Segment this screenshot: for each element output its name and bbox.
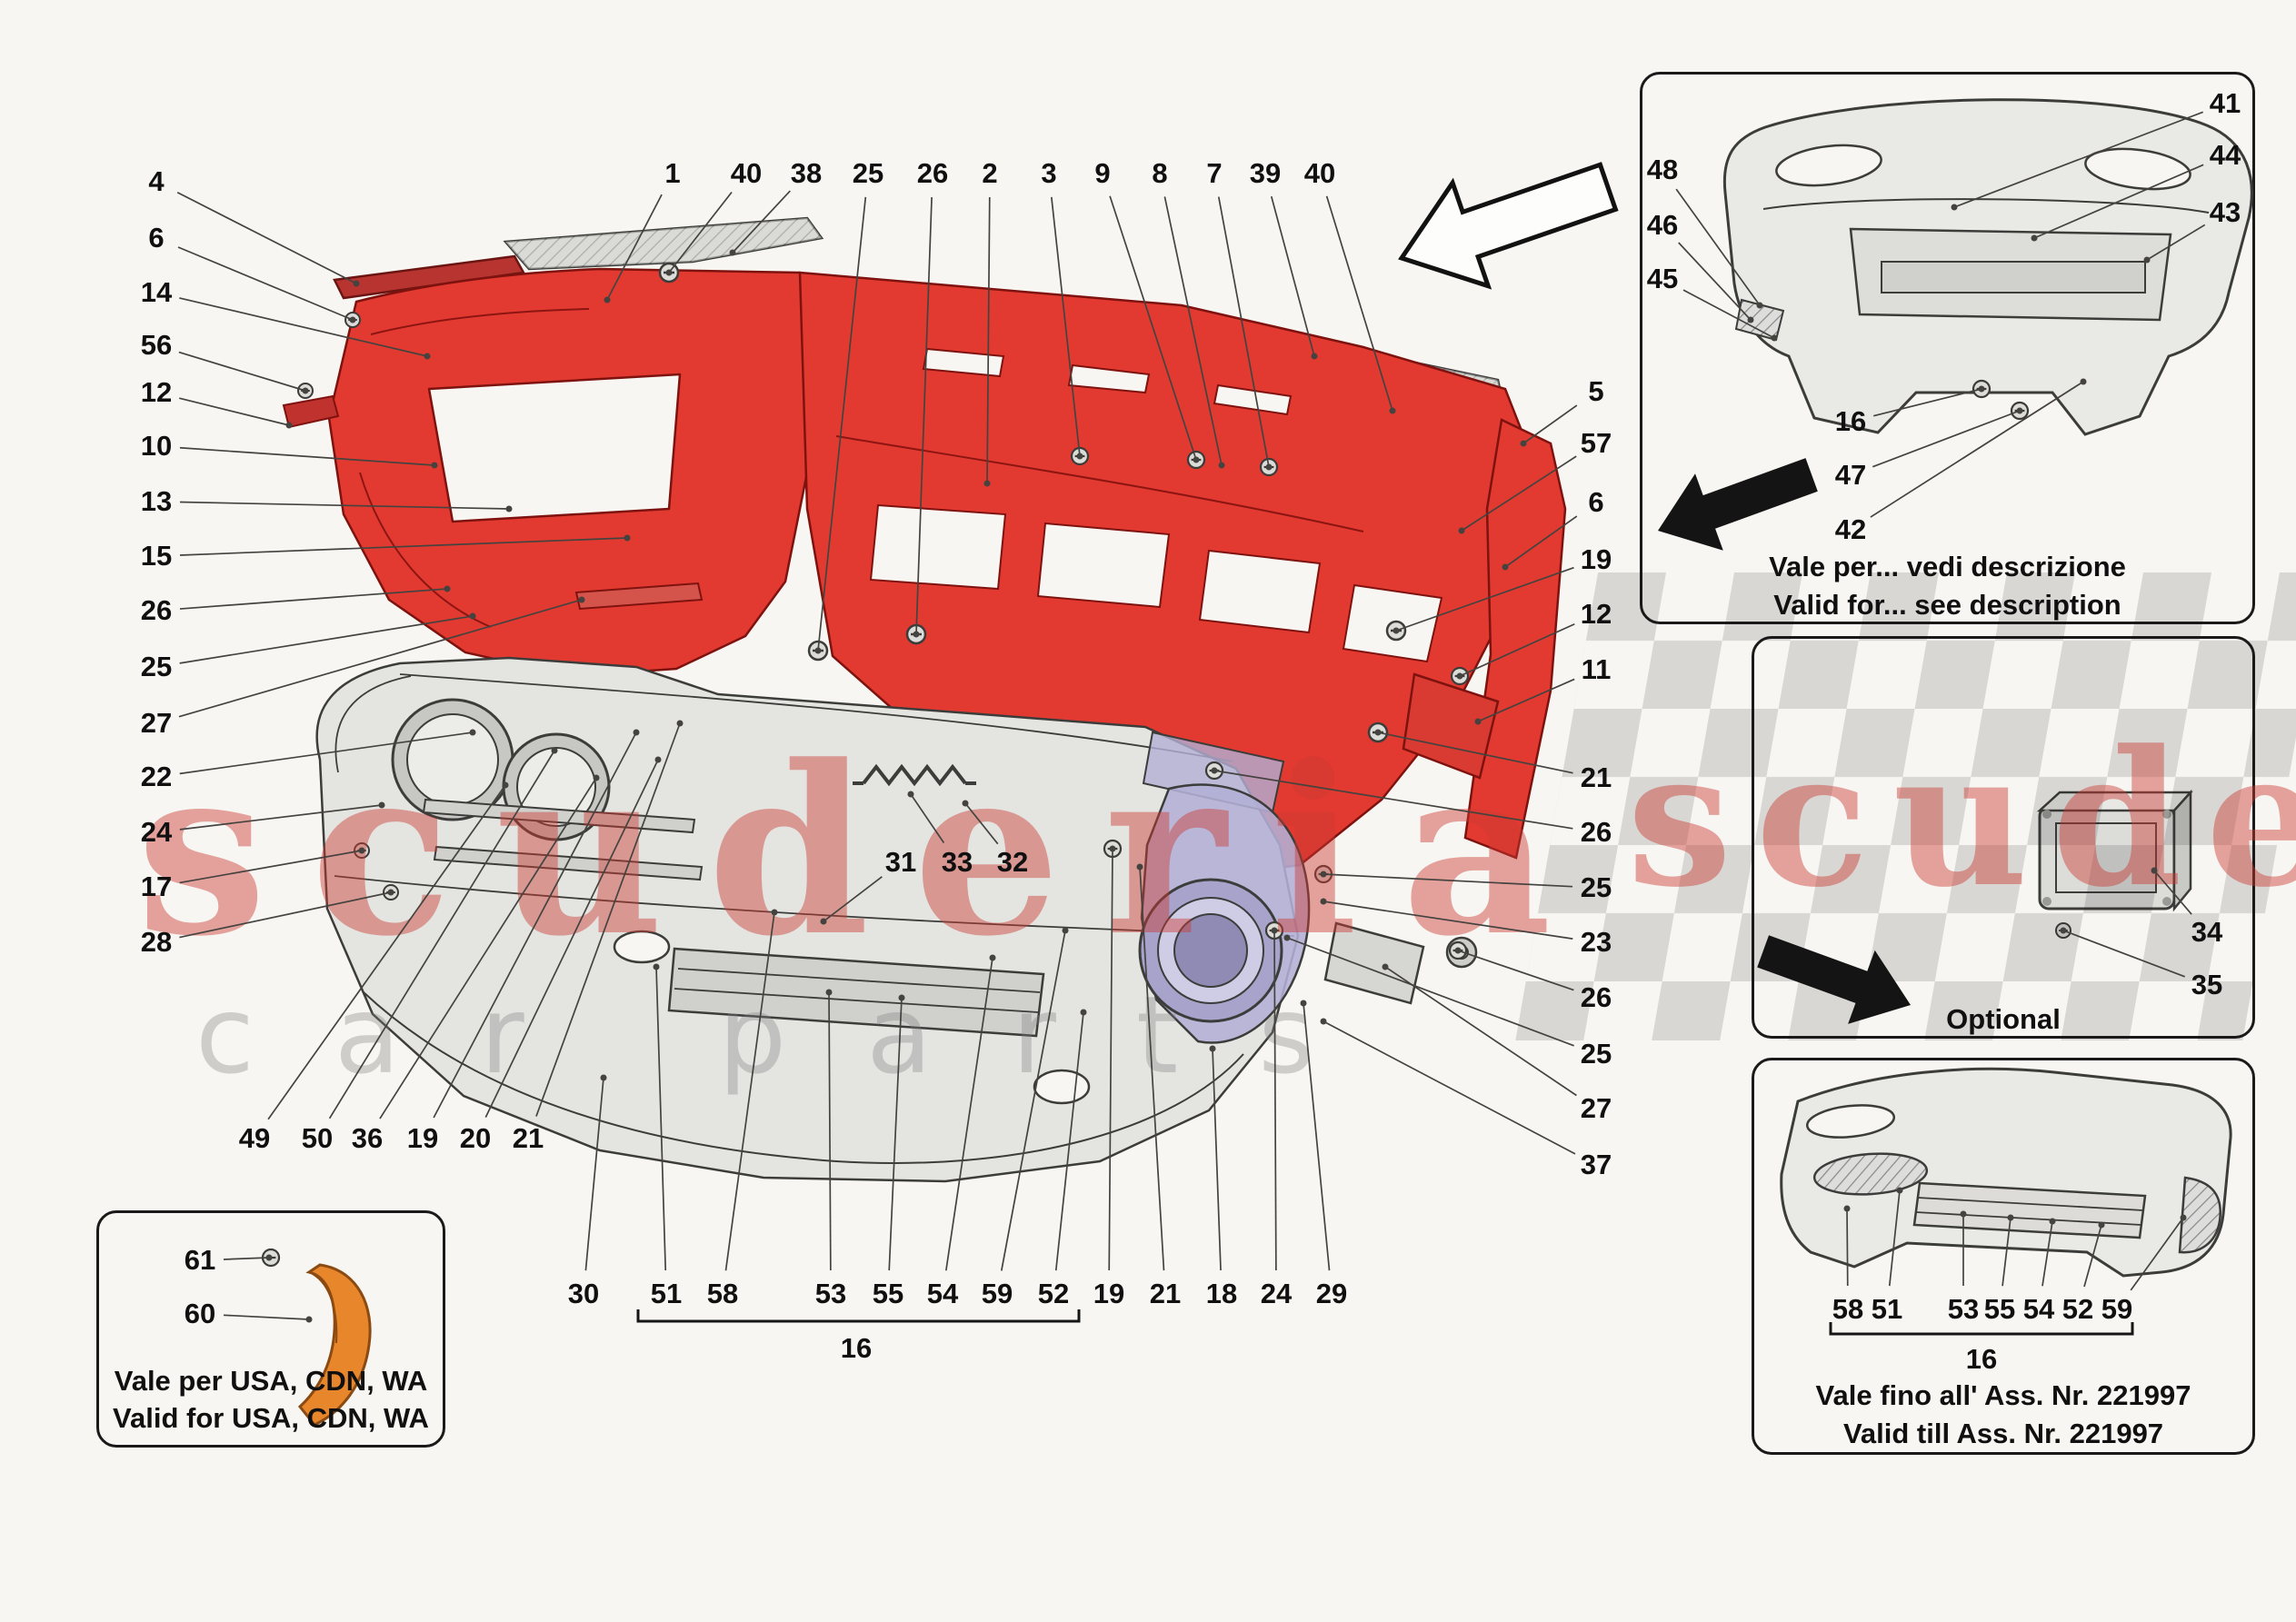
callout-4: 4: [148, 165, 165, 197]
callout-33: 33: [941, 846, 973, 878]
callout-16: 16: [840, 1332, 873, 1364]
callout-29: 29: [1315, 1278, 1348, 1309]
callout-55: 55: [872, 1278, 904, 1309]
callout-11: 11: [1581, 653, 1612, 685]
callout-25: 25: [1580, 871, 1612, 903]
callout-52: 52: [1037, 1278, 1070, 1309]
callout-21: 21: [1580, 761, 1612, 793]
callout-19: 19: [1580, 543, 1612, 575]
callout-2: 2: [982, 157, 998, 189]
callout-18: 18: [1205, 1278, 1238, 1309]
callout-3: 3: [1041, 157, 1057, 189]
callout-32: 32: [996, 846, 1029, 878]
callout-31: 31: [884, 846, 917, 878]
callout-59: 59: [981, 1278, 1013, 1309]
callout-5: 5: [1588, 375, 1604, 407]
callout-27: 27: [140, 707, 173, 739]
callout-22: 22: [140, 761, 173, 792]
inset-bottom-right-box: [1752, 1058, 2255, 1455]
callout-56: 56: [140, 329, 173, 361]
callout-15: 15: [140, 540, 173, 572]
callout-10: 10: [140, 430, 173, 462]
callout-24: 24: [1260, 1278, 1293, 1309]
callout-14: 14: [140, 276, 173, 308]
callout-54: 54: [926, 1278, 959, 1309]
inset-usa-box: [96, 1210, 445, 1448]
watermark-scuderia: scuderia: [136, 716, 1596, 988]
callout-28: 28: [140, 926, 173, 958]
bumper-upper-shell-red: [282, 267, 1567, 876]
callout-21: 21: [1149, 1278, 1182, 1309]
callout-36: 36: [351, 1122, 384, 1154]
callout-6: 6: [1588, 486, 1604, 518]
callout-25: 25: [140, 651, 173, 682]
inset-top-right-box: [1640, 72, 2255, 624]
callout-1: 1: [664, 157, 681, 189]
callout-8: 8: [1152, 157, 1168, 189]
callout-6: 6: [148, 222, 165, 254]
callout-21: 21: [512, 1122, 544, 1154]
callout-57: 57: [1580, 427, 1612, 459]
callout-30: 30: [567, 1278, 600, 1309]
callout-40: 40: [1303, 157, 1336, 189]
callout-25: 25: [1580, 1038, 1612, 1070]
callout-38: 38: [790, 157, 823, 189]
upper-trim-strip: [333, 216, 1505, 407]
callout-26: 26: [916, 157, 949, 189]
callout-40: 40: [730, 157, 763, 189]
callout-9: 9: [1094, 157, 1111, 189]
callout-50: 50: [301, 1122, 334, 1154]
callout-24: 24: [140, 816, 173, 848]
callout-20: 20: [459, 1122, 492, 1154]
callout-39: 39: [1249, 157, 1282, 189]
watermark-car-parts: car parts: [195, 972, 1394, 1098]
fasteners: [296, 262, 1470, 960]
callout-53: 53: [814, 1278, 847, 1309]
inset-optional-box: [1752, 636, 2255, 1039]
callout-12: 12: [1580, 598, 1612, 630]
callout-13: 13: [140, 485, 173, 517]
callout-19: 19: [1093, 1278, 1125, 1309]
callout-27: 27: [1580, 1092, 1612, 1124]
callout-26: 26: [1580, 816, 1612, 848]
exhaust-duct-purple: [1138, 731, 1478, 1044]
callout-25: 25: [852, 157, 884, 189]
bumper-lower-shell: [315, 656, 1300, 1183]
callout-23: 23: [1580, 926, 1612, 958]
callout-12: 12: [140, 376, 173, 408]
callout-37: 37: [1580, 1149, 1612, 1180]
direction-arrow-main: [1383, 135, 1625, 310]
callout-7: 7: [1206, 157, 1223, 189]
callout-26: 26: [140, 594, 173, 626]
callout-26: 26: [1580, 981, 1612, 1013]
callout-17: 17: [140, 871, 173, 902]
callout-19: 19: [406, 1122, 439, 1154]
callout-51: 51: [650, 1278, 683, 1309]
callout-49: 49: [238, 1122, 271, 1154]
callout-58: 58: [706, 1278, 739, 1309]
